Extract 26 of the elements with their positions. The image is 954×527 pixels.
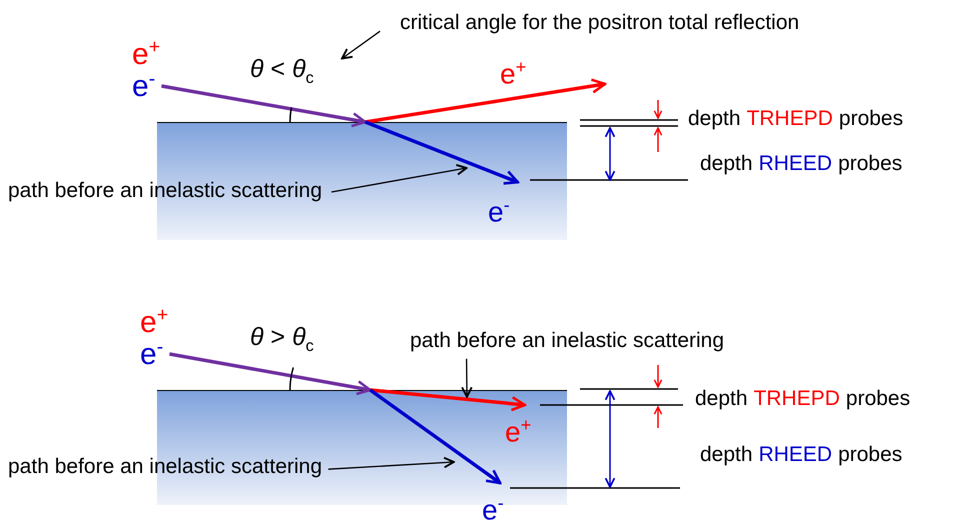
- caption-text: depth: [695, 387, 748, 411]
- particle-label: e$^{-}$: [488, 196, 510, 226]
- particle-label: e$^{+}$: [500, 58, 526, 88]
- caption-text: probes: [838, 443, 902, 467]
- annotation-text: path before an inelastic scattering: [410, 330, 724, 351]
- caption-text: probes: [838, 107, 904, 131]
- angle-label: θ < θ$_{c}$: [250, 57, 315, 86]
- particle-label: e$^{-}$: [482, 494, 504, 524]
- method-name: RHEED: [758, 443, 832, 467]
- particle-label: e$^{+}$: [505, 416, 532, 446]
- angle-label: θ > θ$_{c}$: [250, 325, 315, 354]
- caption-text: probes: [838, 152, 902, 176]
- annotation-text: path before an inelastic scattering: [8, 456, 322, 477]
- annotation-text: critical angle for the positron total reflection: [400, 12, 800, 33]
- particle-label: e$^{-}$: [132, 70, 156, 102]
- method-name: TRHEPD: [746, 107, 833, 131]
- particle-label: e$^{+}$: [132, 38, 160, 70]
- particle-label: e$^{-}$: [140, 338, 164, 370]
- particle-label: e$^{+}$: [140, 306, 168, 338]
- caption-text: depth: [700, 443, 753, 467]
- caption-text: depth: [688, 107, 741, 131]
- method-name: RHEED: [758, 152, 832, 176]
- annotation-text: path before an inelastic scattering: [8, 180, 322, 201]
- caption-text: depth: [700, 152, 753, 176]
- caption-text: probes: [846, 387, 910, 411]
- method-name: TRHEPD: [754, 387, 840, 411]
